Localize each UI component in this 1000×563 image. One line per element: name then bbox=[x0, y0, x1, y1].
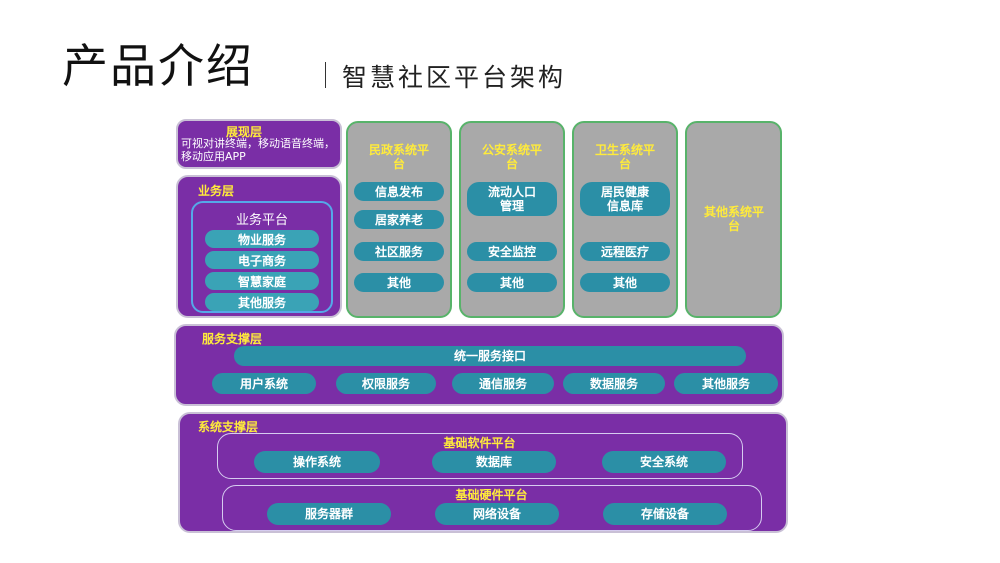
unified-service-interface: 统一服务接口 bbox=[234, 346, 746, 366]
service-item: 用户系统 bbox=[212, 373, 316, 394]
public-security-item: 流动人口管理 bbox=[467, 182, 557, 216]
software-item: 操作系统 bbox=[254, 451, 380, 473]
presentation-layer: 展现层 可视对讲终端，移动语音终端，移动应用APP bbox=[176, 119, 342, 169]
business-item: 其他服务 bbox=[205, 293, 319, 311]
software-item: 安全系统 bbox=[602, 451, 726, 473]
business-item: 电子商务 bbox=[205, 251, 319, 269]
page-title: 产品介绍 bbox=[62, 39, 254, 93]
business-platform-frame: 业务平台 物业服务 电子商务 智慧家庭 其他服务 bbox=[191, 201, 333, 313]
software-item: 数据库 bbox=[432, 451, 556, 473]
civil-affairs-item: 其他 bbox=[354, 273, 444, 292]
system-support-title: 系统支撑层 bbox=[198, 420, 259, 434]
title-divider bbox=[325, 62, 326, 88]
public-security-item: 安全监控 bbox=[467, 242, 557, 261]
other-system-title: 其他系统平台 bbox=[703, 205, 764, 233]
business-platform-title: 业务平台 bbox=[235, 213, 288, 228]
service-support-title: 服务支撑层 bbox=[202, 332, 263, 346]
hardware-platform-frame: 基础硬件平台 服务器群 网络设备 存储设备 bbox=[222, 485, 762, 531]
hardware-item: 网络设备 bbox=[435, 503, 559, 525]
service-item: 权限服务 bbox=[336, 373, 436, 394]
public-security-title: 公安系统平台 bbox=[481, 143, 542, 171]
civil-affairs-system: 民政系统平台 信息发布 居家养老 社区服务 其他 bbox=[346, 121, 452, 318]
health-title: 卫生系统平台 bbox=[594, 143, 655, 171]
presentation-layer-title: 展现层 bbox=[226, 125, 263, 139]
software-platform-frame: 基础软件平台 操作系统 数据库 安全系统 bbox=[217, 433, 743, 479]
civil-affairs-item: 社区服务 bbox=[354, 242, 444, 261]
civil-affairs-title: 民政系统平台 bbox=[368, 143, 429, 171]
health-system: 卫生系统平台 居民健康信息库 远程医疗 其他 bbox=[572, 121, 678, 318]
presentation-layer-description: 可视对讲终端，移动语音终端，移动应用APP bbox=[181, 137, 335, 163]
business-layer-title: 业务层 bbox=[198, 184, 235, 198]
business-layer: 业务层 业务平台 物业服务 电子商务 智慧家庭 其他服务 bbox=[176, 175, 342, 318]
public-security-system: 公安系统平台 流动人口管理 安全监控 其他 bbox=[459, 121, 565, 318]
health-item: 远程医疗 bbox=[580, 242, 670, 261]
health-item: 其他 bbox=[580, 273, 670, 292]
civil-affairs-item: 信息发布 bbox=[354, 182, 444, 201]
hardware-platform-title: 基础硬件平台 bbox=[455, 488, 528, 502]
software-platform-title: 基础软件平台 bbox=[443, 436, 516, 450]
business-item: 物业服务 bbox=[205, 230, 319, 248]
system-support-layer: 系统支撑层 基础软件平台 操作系统 数据库 安全系统 基础硬件平台 服务器群 网… bbox=[178, 412, 788, 533]
business-item: 智慧家庭 bbox=[205, 272, 319, 290]
hardware-item: 存储设备 bbox=[603, 503, 727, 525]
other-system: 其他系统平台 bbox=[685, 121, 782, 318]
hardware-item: 服务器群 bbox=[267, 503, 391, 525]
page-subtitle: 智慧社区平台架构 bbox=[342, 63, 567, 92]
health-item: 居民健康信息库 bbox=[580, 182, 670, 216]
service-item: 数据服务 bbox=[563, 373, 665, 394]
service-support-layer: 服务支撑层 统一服务接口 用户系统 权限服务 通信服务 数据服务 其他服务 bbox=[174, 324, 784, 406]
service-item: 其他服务 bbox=[674, 373, 778, 394]
public-security-item: 其他 bbox=[467, 273, 557, 292]
service-item: 通信服务 bbox=[452, 373, 554, 394]
civil-affairs-item: 居家养老 bbox=[354, 210, 444, 229]
